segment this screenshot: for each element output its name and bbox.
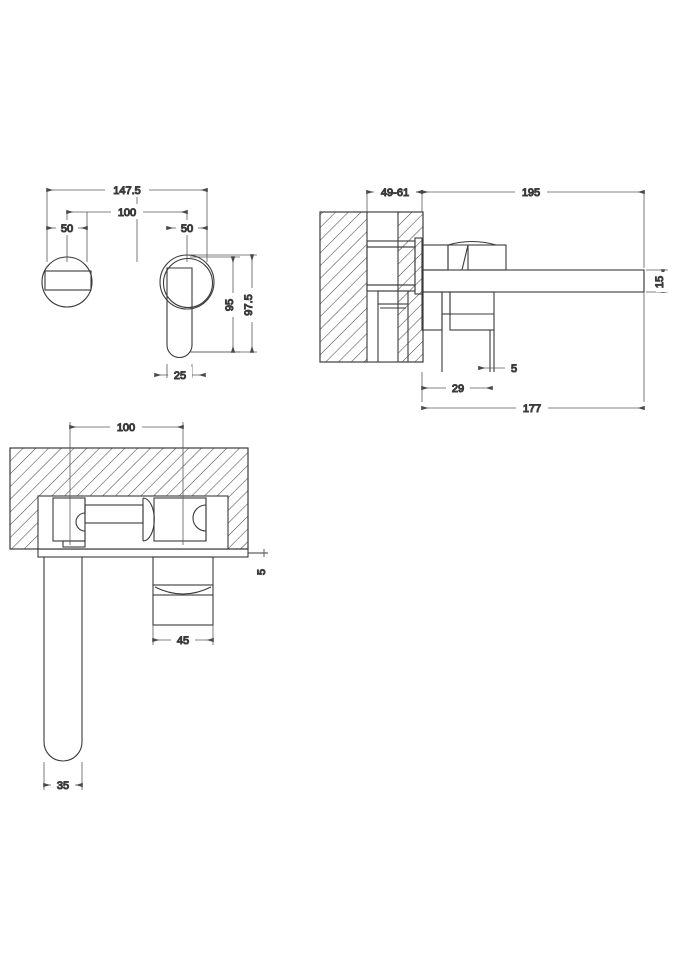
dim-side-spout-thickness: 15 <box>653 269 671 293</box>
dim-front-overall-width: 147.5 <box>46 182 208 198</box>
side-spout <box>421 240 645 293</box>
dim-label-front-handle-plate-right: 50 <box>181 223 193 235</box>
dim-side-wall-recess: 49-61 <box>366 184 423 200</box>
dim-front-spout-plate-left: 50 <box>46 220 88 236</box>
dim-label-front-lever-width: 25 <box>174 370 186 382</box>
front-lever-handle <box>166 267 193 359</box>
dim-side-lever-offset: 29 <box>421 380 493 396</box>
dim-front-centre-spacing: 100 <box>66 204 188 220</box>
side-wall-section <box>319 211 424 363</box>
dim-side-lever-thickness: 5 <box>478 362 518 376</box>
front-spout-escutcheon <box>41 256 93 308</box>
dim-label-plan-spout-width: 35 <box>57 780 69 792</box>
dim-side-outlet-projection: 177 <box>421 400 645 416</box>
dim-plan-centre-spacing: 100 <box>69 419 184 435</box>
dim-label-plan-handle-diameter: 45 <box>177 635 189 647</box>
dim-label-side-spout-thickness: 15 <box>654 276 666 288</box>
dim-plan-spout-width: 35 <box>43 777 83 793</box>
dim-label-front-centre-spacing: 100 <box>118 207 136 219</box>
dim-label-side-lever-offset: 29 <box>452 383 464 395</box>
dim-label-front-spout-plate-left: 50 <box>61 223 73 235</box>
dim-label-side-spout-projection: 195 <box>522 187 540 199</box>
plan-handle-boss <box>152 556 214 626</box>
dim-side-spout-projection: 195 <box>421 184 645 200</box>
dim-label-side-lever-thickness: 5 <box>511 363 517 375</box>
front-extension-lines <box>46 190 257 378</box>
dim-front-handle-plate-right: 50 <box>166 220 208 236</box>
plan-spout-tube <box>43 556 83 762</box>
dim-plan-plate-thickness: 5 <box>255 549 269 576</box>
plan-face-plate <box>37 548 268 558</box>
dim-front-handle-height: 95 <box>223 256 241 353</box>
view-side-section: 49-61 195 15 5 29 177 <box>319 184 671 416</box>
plan-valve-internals <box>52 497 207 548</box>
view-front-elevation: 147.5 100 50 50 <box>41 182 260 383</box>
dim-label-side-wall-recess: 49-61 <box>381 187 409 199</box>
dim-label-plan-centre-spacing: 100 <box>117 422 135 434</box>
dim-front-overall-height: 97.5 <box>242 254 260 353</box>
dim-front-lever-width: 25 <box>154 367 206 383</box>
dim-label-front-overall-height: 97.5 <box>243 294 255 315</box>
view-plan-section: 100 5 45 35 <box>9 419 269 793</box>
side-valve-body <box>366 237 423 363</box>
dim-label-front-handle-height: 95 <box>224 299 236 311</box>
dim-label-front-overall-width: 147.5 <box>113 185 141 197</box>
side-lever-linkage <box>421 291 495 372</box>
front-handle-escutcheon <box>159 254 215 310</box>
dim-plan-handle-diameter: 45 <box>152 632 214 648</box>
dim-label-side-outlet-projection: 177 <box>523 403 541 415</box>
dim-label-plan-plate-thickness: 5 <box>256 569 268 575</box>
